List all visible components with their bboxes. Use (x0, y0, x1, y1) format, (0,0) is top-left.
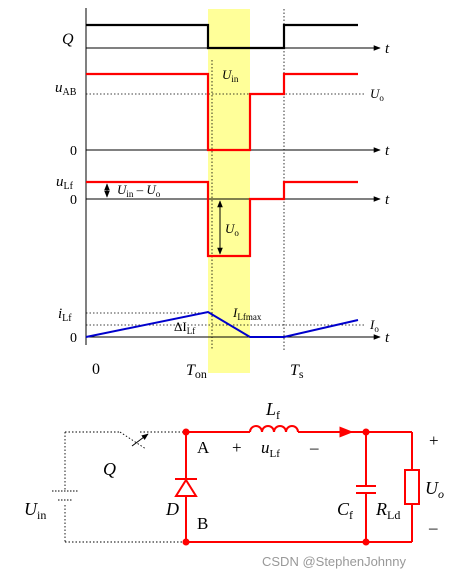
ilf-max-label: ILfmax (232, 305, 262, 322)
out-voltage-label: Uo (425, 478, 444, 501)
node-b-label: B (197, 514, 208, 533)
ulf-minus-sign: – (309, 438, 319, 457)
ulf-axis-t-label: t (385, 192, 390, 208)
junction-b (182, 538, 190, 546)
switch-actuator-arrow (131, 433, 149, 447)
inductor-coil (249, 425, 299, 433)
ulf-circuit-label: uLf (261, 438, 280, 460)
cap-label: Cf (337, 499, 353, 522)
ulf-neg-label: Uo (225, 221, 239, 238)
ulf-plus-sign: + (232, 438, 242, 457)
junction-cap-bottom (362, 538, 370, 546)
source-label: Uin (24, 499, 46, 522)
uab-uo-label: Uo (370, 86, 384, 103)
uab-uin-label: Uin (222, 67, 239, 84)
x-origin-label: 0 (92, 361, 100, 378)
switch-blade (119, 431, 147, 450)
ulf-zero-label: 0 (70, 193, 77, 208)
switch-label: Q (103, 459, 116, 479)
node-a-label: A (197, 438, 210, 457)
load-label: RLd (375, 499, 400, 522)
q-axis-t-label: t (385, 41, 390, 57)
x-ts-label: Ts (290, 362, 304, 381)
ilf-zero-label: 0 (70, 331, 77, 346)
off-interval-highlight (208, 9, 250, 373)
ilf-label: iLf (58, 306, 72, 324)
load-resistor (404, 469, 420, 505)
ilf-waveform (85, 310, 359, 338)
inductor-label: Lf (265, 399, 280, 422)
watermark: CSDN @StephenJohnny (262, 554, 406, 569)
junction-a (182, 428, 190, 436)
ilf-axis-t-label: t (385, 330, 390, 346)
out-minus-sign: – (428, 518, 438, 537)
q-waveform-label: Q (62, 31, 74, 48)
ilf-delta-label: ΔILf (174, 319, 195, 336)
uab-waveform (86, 72, 358, 152)
uab-zero-label: 0 (70, 144, 77, 159)
out-plus-sign: + (429, 431, 439, 450)
junction-cap-top (362, 428, 370, 436)
q-waveform (86, 23, 358, 50)
ilf-io-label: Io (369, 317, 379, 334)
uab-label: uAB (55, 80, 77, 98)
uab-axis-t-label: t (385, 143, 390, 159)
ulf-waveform (86, 180, 358, 258)
circuit-diagram: Uin Q D Cf RLd Lf (24, 399, 444, 546)
ulf-label: uLf (56, 174, 74, 192)
ulf-diff-label: Uin – Uo (117, 182, 161, 199)
x-ton-label: Ton (186, 362, 207, 381)
diode-triangle (174, 478, 198, 497)
diode-label: D (165, 499, 179, 519)
